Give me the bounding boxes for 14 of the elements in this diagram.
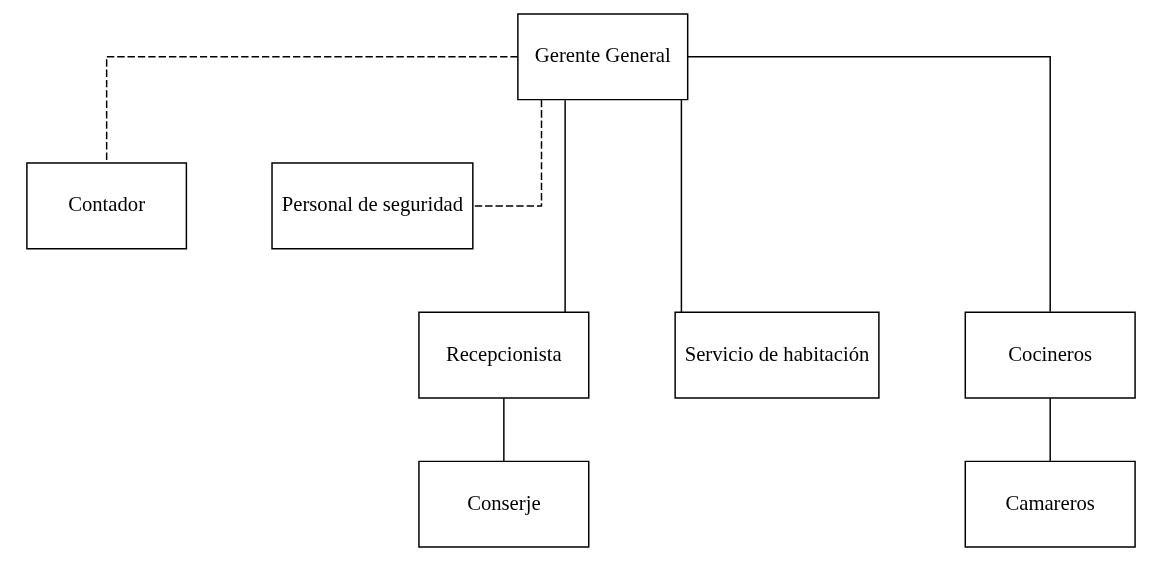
connector	[686, 56, 1051, 313]
node-box: Cocineros	[964, 311, 1136, 399]
connector	[502, 397, 505, 462]
node-box: Camareros	[964, 460, 1136, 548]
node-box: Recepcionista	[417, 311, 589, 399]
node-box: Contador	[25, 162, 187, 250]
node-box: Personal de seguridad	[270, 162, 474, 250]
connector	[472, 99, 542, 207]
node-box: Gerente General	[516, 13, 688, 101]
connector	[563, 99, 566, 313]
node-box: Servicio de habitación	[673, 311, 880, 399]
connector	[680, 99, 682, 313]
node-box: Conserje	[417, 460, 589, 548]
connector	[1048, 397, 1051, 462]
